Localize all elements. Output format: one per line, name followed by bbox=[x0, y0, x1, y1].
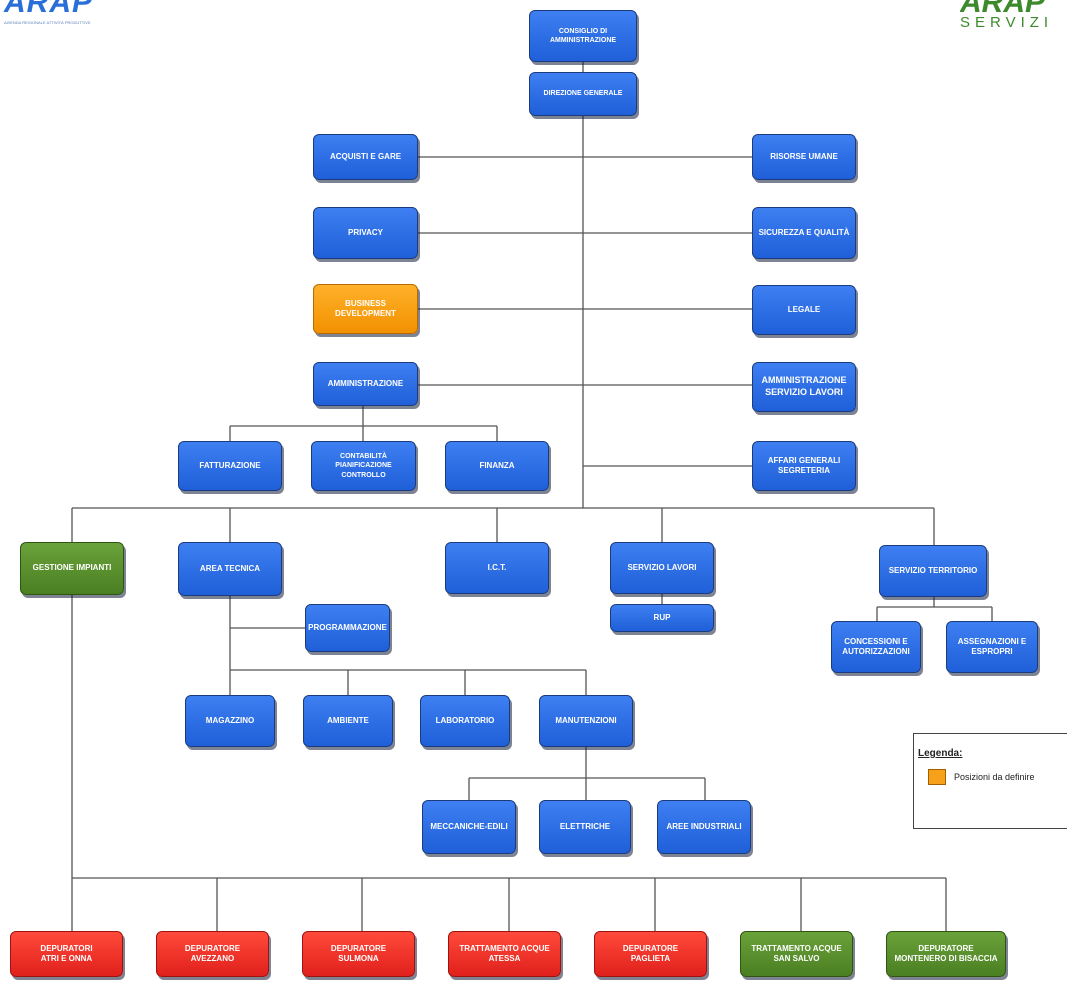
node-ambiente: AMBIENTE bbox=[303, 695, 393, 747]
node-legale: LEGALE bbox=[752, 285, 856, 335]
node-manutenzioni: MANUTENZIONI bbox=[539, 695, 633, 747]
node-consiglio-amministrazione: CONSIGLIO DI AMMINISTRAZIONE bbox=[529, 10, 637, 62]
arap-servizi-logo: ARAP SERVIZI bbox=[960, 0, 1067, 33]
node-acquisti-e-gare: ACQUISTI E GARE bbox=[313, 134, 418, 180]
legend-swatch-orange bbox=[928, 769, 946, 785]
arap-servizi-logo-mark: ARAP bbox=[960, 0, 1046, 19]
legend: Legenda: Posizioni da definire bbox=[913, 733, 1067, 829]
node-privacy: PRIVACY bbox=[313, 207, 418, 259]
legend-title: Legenda: bbox=[918, 748, 963, 759]
node-amministrazione: AMMINISTRAZIONE bbox=[313, 362, 418, 406]
node-affari-generali-segreteria: AFFARI GENERALI SEGRETERIA bbox=[752, 441, 856, 491]
node-laboratorio: LABORATORIO bbox=[420, 695, 510, 747]
node-rup: RUP bbox=[610, 604, 714, 632]
node-depuratore-sulmona: DEPURATORE SULMONA bbox=[302, 931, 415, 977]
node-depuratore-paglieta: DEPURATORE PAGLIETA bbox=[594, 931, 707, 977]
node-concessioni-autorizzazioni: CONCESSIONI E AUTORIZZAZIONI bbox=[831, 621, 921, 673]
node-finanza: FINANZA bbox=[445, 441, 549, 491]
node-depuratori-atri-onna: DEPURATORI ATRI E ONNA bbox=[10, 931, 123, 977]
node-direzione-generale: DIREZIONE GENERALE bbox=[529, 72, 637, 116]
node-servizio-territorio: SERVIZIO TERRITORIO bbox=[879, 545, 987, 597]
node-trattamento-acque-atessa: TRATTAMENTO ACQUE ATESSA bbox=[448, 931, 561, 977]
node-amministrazione-servizio-lavori: AMMINISTRAZIONE SERVIZIO LAVORI bbox=[752, 362, 856, 412]
arap-logo-mark: ARAP bbox=[4, 0, 94, 19]
node-sicurezza-e-qualita: SICUREZZA E QUALITÀ bbox=[752, 207, 856, 259]
node-depuratore-avezzano: DEPURATORE AVEZZANO bbox=[156, 931, 269, 977]
node-gestione-impianti: GESTIONE IMPIANTI bbox=[20, 542, 124, 595]
node-servizio-lavori: SERVIZIO LAVORI bbox=[610, 542, 714, 594]
node-aree-industriali: AREE INDUSTRIALI bbox=[657, 800, 751, 854]
arap-logo-left: ARAP AZIENDA REGIONALE ATTIVITÀ PRODUTTI… bbox=[4, 0, 154, 28]
node-trattamento-acque-san-salvo: TRATTAMENTO ACQUE SAN SALVO bbox=[740, 931, 853, 977]
node-depuratore-montenero-di-bisaccia: DEPURATORE MONTENERO DI BISACCIA bbox=[886, 931, 1006, 977]
node-fatturazione: FATTURAZIONE bbox=[178, 441, 282, 491]
node-ict: I.C.T. bbox=[445, 542, 549, 594]
node-risorse-umane: RISORSE UMANE bbox=[752, 134, 856, 180]
arap-logo-caption: AZIENDA REGIONALE ATTIVITÀ PRODUTTIVE bbox=[4, 20, 91, 25]
node-elettriche: ELETTRICHE bbox=[539, 800, 631, 854]
arap-servizi-logo-word: SERVIZI bbox=[960, 14, 1054, 31]
node-business-development: BUSINESS DEVELOPMENT bbox=[313, 284, 418, 334]
node-area-tecnica: AREA TECNICA bbox=[178, 542, 282, 596]
node-assegnazioni-espropri: ASSEGNAZIONI E ESPROPRI bbox=[946, 621, 1038, 673]
node-meccaniche-edili: MECCANICHE-EDILI bbox=[422, 800, 516, 854]
legend-item: Posizioni da definire bbox=[928, 769, 1067, 785]
node-contabilita: CONTABILITÀ PIANIFICAZIONE CONTROLLO bbox=[311, 441, 416, 491]
node-magazzino: MAGAZZINO bbox=[185, 695, 275, 747]
legend-item-label: Posizioni da definire bbox=[954, 772, 1035, 782]
node-programmazione: PROGRAMMAZIONE bbox=[305, 604, 390, 652]
